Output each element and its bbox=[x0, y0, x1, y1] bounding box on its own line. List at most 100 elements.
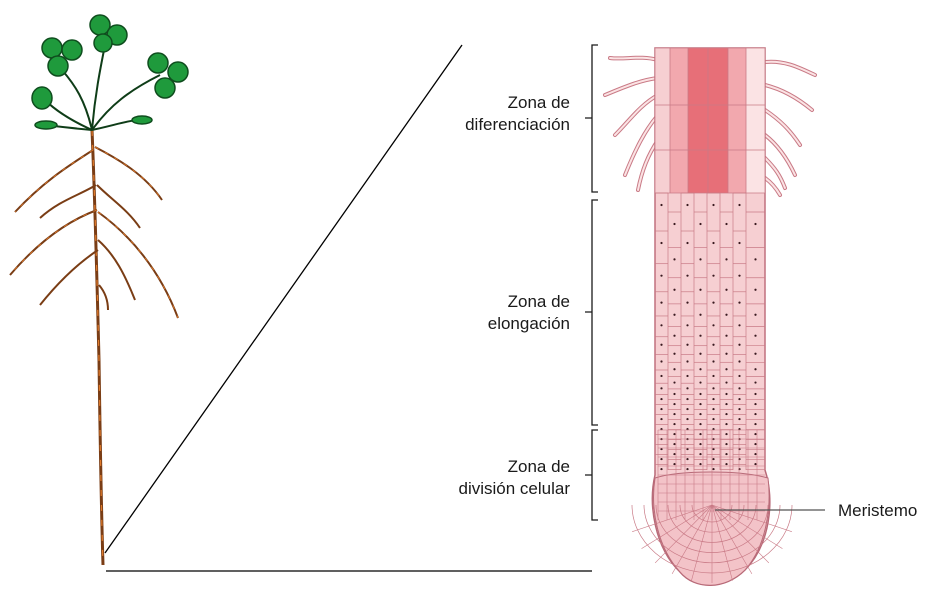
cell-nucleus bbox=[725, 423, 727, 425]
cell-nucleus bbox=[699, 453, 701, 455]
cell-nucleus bbox=[712, 360, 714, 362]
root-hairs-right bbox=[765, 62, 815, 195]
label-zona-division: Zona de división celular bbox=[395, 456, 570, 500]
cell-nucleus bbox=[699, 403, 701, 405]
cell-nucleus bbox=[686, 448, 688, 450]
cell-nucleus bbox=[738, 418, 740, 420]
cell-nucleus bbox=[712, 204, 714, 206]
cell-nucleus bbox=[660, 418, 662, 420]
cell-nucleus bbox=[686, 275, 688, 277]
cell-nucleus bbox=[660, 458, 662, 460]
label-zona-diferenciacion: Zona de diferenciación bbox=[420, 92, 570, 136]
cell-nucleus bbox=[754, 423, 756, 425]
label-line: Zona de bbox=[395, 456, 570, 478]
cell-nucleus bbox=[673, 381, 675, 383]
cell-nucleus bbox=[712, 302, 714, 304]
bracket-elongacion bbox=[585, 200, 598, 425]
cell-nucleus bbox=[754, 353, 756, 355]
cell-nucleus bbox=[754, 413, 756, 415]
cell-nucleus bbox=[738, 204, 740, 206]
cell-nucleus bbox=[686, 204, 688, 206]
cell-nucleus bbox=[699, 413, 701, 415]
cell-nucleus bbox=[712, 418, 714, 420]
cell-nucleus bbox=[738, 242, 740, 244]
label-line: diferenciación bbox=[420, 114, 570, 136]
cell-nucleus bbox=[738, 360, 740, 362]
cell-nucleus bbox=[738, 375, 740, 377]
cell-nucleus bbox=[686, 302, 688, 304]
bracket-diferenciacion bbox=[585, 45, 598, 192]
cell-nucleus bbox=[660, 324, 662, 326]
cell-nucleus bbox=[712, 398, 714, 400]
cell-nucleus bbox=[712, 375, 714, 377]
cell-nucleus bbox=[673, 314, 675, 316]
cell-nucleus bbox=[699, 353, 701, 355]
cell-nucleus bbox=[754, 289, 756, 291]
cell-nucleus bbox=[699, 289, 701, 291]
cell-nucleus bbox=[686, 458, 688, 460]
cell-nucleus bbox=[725, 314, 727, 316]
cell-nucleus bbox=[712, 387, 714, 389]
cell-nucleus bbox=[754, 223, 756, 225]
cell-nucleus bbox=[673, 335, 675, 337]
label-meristemo: Meristemo bbox=[838, 500, 938, 522]
cell-nucleus bbox=[660, 204, 662, 206]
cell-nucleus bbox=[699, 335, 701, 337]
cell-nucleus bbox=[725, 258, 727, 260]
cell-nucleus bbox=[660, 448, 662, 450]
cell-nucleus bbox=[673, 403, 675, 405]
bracket-division bbox=[585, 430, 598, 520]
cell-nucleus bbox=[754, 381, 756, 383]
cell-nucleus bbox=[673, 463, 675, 465]
plant-illustration bbox=[10, 15, 188, 565]
cell-nucleus bbox=[686, 398, 688, 400]
cell-nucleus bbox=[699, 433, 701, 435]
cell-nucleus bbox=[712, 324, 714, 326]
cell-nucleus bbox=[673, 453, 675, 455]
label-line: elongación bbox=[420, 313, 570, 335]
cell-nucleus bbox=[738, 344, 740, 346]
cell-nucleus bbox=[660, 275, 662, 277]
cell-nucleus bbox=[725, 443, 727, 445]
cell-nucleus bbox=[738, 302, 740, 304]
cell-nucleus bbox=[699, 314, 701, 316]
cell-nucleus bbox=[712, 448, 714, 450]
cell-nucleus bbox=[673, 413, 675, 415]
cell-nucleus bbox=[686, 344, 688, 346]
cell-nucleus bbox=[673, 423, 675, 425]
cell-nucleus bbox=[686, 387, 688, 389]
cell-nucleus bbox=[673, 223, 675, 225]
cell-nucleus bbox=[738, 387, 740, 389]
cell-nucleus bbox=[686, 324, 688, 326]
cell-nucleus bbox=[660, 242, 662, 244]
cell-nucleus bbox=[754, 403, 756, 405]
cell-nucleus bbox=[712, 408, 714, 410]
cell-nucleus bbox=[725, 381, 727, 383]
cell-nucleus bbox=[725, 335, 727, 337]
cell-nucleus bbox=[738, 275, 740, 277]
cell-nucleus bbox=[754, 314, 756, 316]
cell-nucleus bbox=[660, 360, 662, 362]
cell-nucleus bbox=[754, 393, 756, 395]
cell-nucleus bbox=[725, 403, 727, 405]
cell-nucleus bbox=[725, 223, 727, 225]
cell-nucleus bbox=[686, 408, 688, 410]
leaves bbox=[32, 15, 188, 129]
cell-nucleus bbox=[699, 443, 701, 445]
cell-nucleus bbox=[686, 360, 688, 362]
label-line: división celular bbox=[395, 478, 570, 500]
cell-nucleus bbox=[673, 353, 675, 355]
cell-nucleus bbox=[699, 423, 701, 425]
cell-nucleus bbox=[725, 413, 727, 415]
cell-nucleus bbox=[699, 463, 701, 465]
cell-nucleus bbox=[754, 443, 756, 445]
cell-nucleus bbox=[686, 468, 688, 470]
cell-nucleus bbox=[725, 393, 727, 395]
cell-nucleus bbox=[754, 335, 756, 337]
zone-brackets bbox=[585, 45, 598, 520]
cell-nucleus bbox=[660, 408, 662, 410]
cell-nucleus bbox=[754, 368, 756, 370]
cell-nucleus bbox=[673, 258, 675, 260]
cell-nucleus bbox=[754, 463, 756, 465]
cell-nucleus bbox=[660, 302, 662, 304]
